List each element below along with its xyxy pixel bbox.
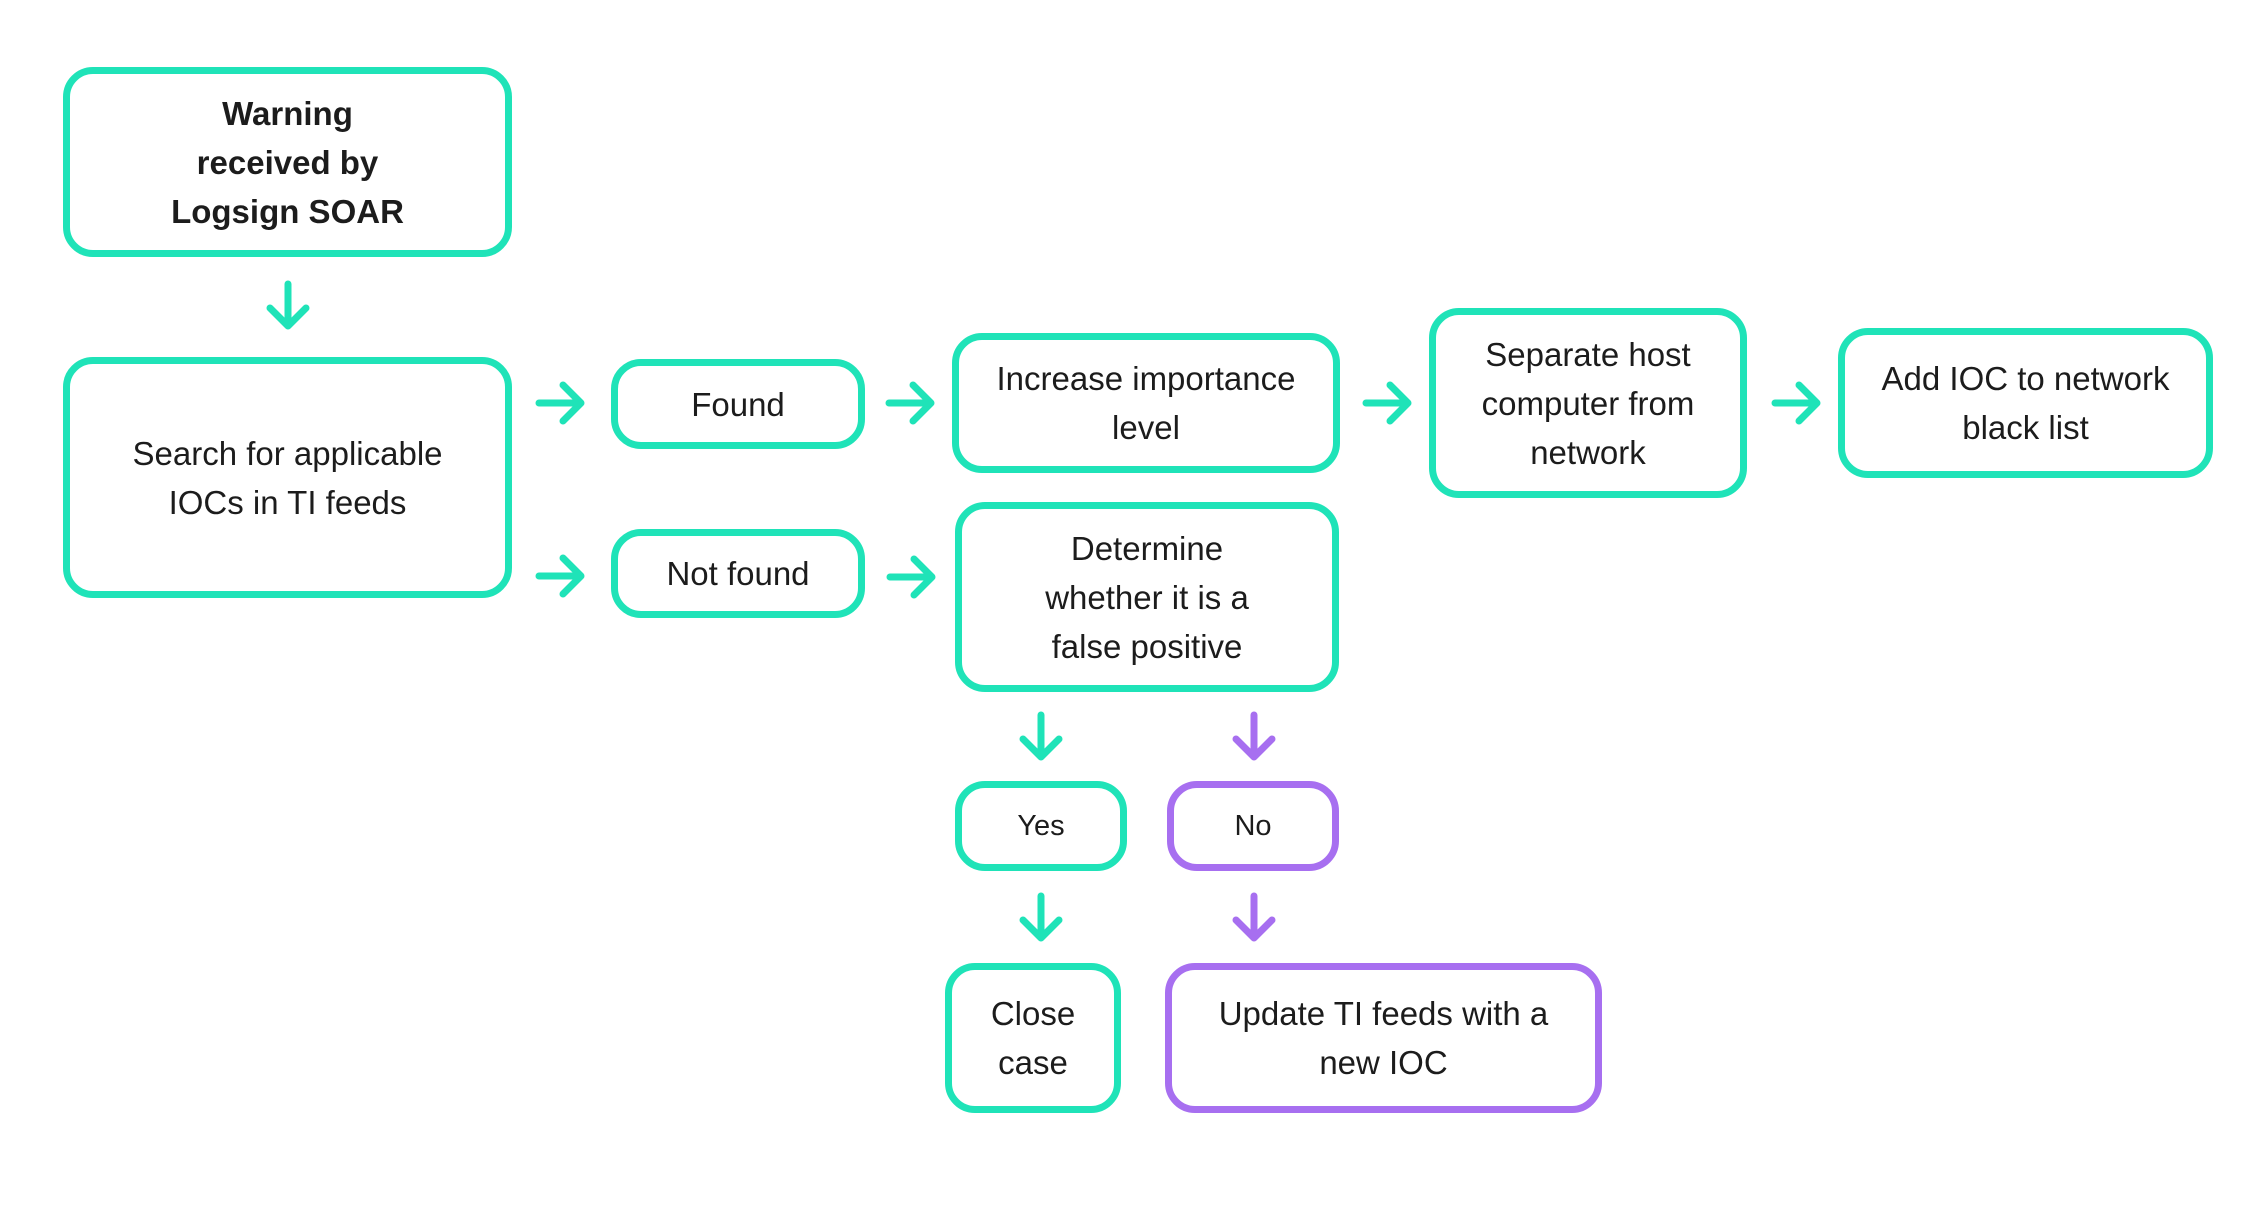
node-found-label: Found xyxy=(691,385,785,423)
node-separate-host-label: Separate host computer from network xyxy=(1481,335,1695,471)
node-found: Found xyxy=(611,359,865,449)
arrow-right-icon xyxy=(535,381,585,425)
node-yes-label: Yes xyxy=(1017,809,1065,842)
node-close-case-label: Close case xyxy=(990,995,1076,1081)
arrow-down-icon xyxy=(1019,711,1063,761)
node-determine-label: Determine whether it is a false positive xyxy=(1045,529,1249,665)
arrow-down-icon xyxy=(266,280,310,330)
arrow-down-icon xyxy=(1232,892,1276,942)
node-not-found-label: Not found xyxy=(666,555,810,592)
node-not-found: Not found xyxy=(611,529,865,618)
arrow-down-icon xyxy=(1232,711,1276,761)
node-add-ioc-label: Add IOC to network black list xyxy=(1881,360,2170,446)
node-separate-host: Separate host computer from network xyxy=(1429,308,1747,498)
node-warning: Warning received by Logsign SOAR xyxy=(63,67,512,257)
node-increase-importance-label: Increase importance level xyxy=(996,360,1296,446)
arrow-right-icon xyxy=(1771,381,1821,425)
arrow-right-icon xyxy=(886,555,936,599)
arrow-right-icon xyxy=(535,554,585,598)
node-no: No xyxy=(1167,781,1339,871)
node-search-label: Search for applicable IOCs in TI feeds xyxy=(132,434,443,521)
arrow-down-icon xyxy=(1019,892,1063,942)
node-close-case: Close case xyxy=(945,963,1121,1113)
node-update-ti-feeds-label: Update TI feeds with a new IOC xyxy=(1218,995,1549,1081)
node-update-ti-feeds: Update TI feeds with a new IOC xyxy=(1165,963,1602,1113)
node-determine: Determine whether it is a false positive xyxy=(955,502,1339,692)
arrow-right-icon xyxy=(885,381,935,425)
arrow-right-icon xyxy=(1362,381,1412,425)
node-no-label: No xyxy=(1234,809,1272,842)
node-search: Search for applicable IOCs in TI feeds xyxy=(63,357,512,598)
node-increase-importance: Increase importance level xyxy=(952,333,1340,473)
node-yes: Yes xyxy=(955,781,1127,871)
node-add-ioc: Add IOC to network black list xyxy=(1838,328,2213,478)
node-warning-label: Warning received by Logsign SOAR xyxy=(171,94,404,230)
